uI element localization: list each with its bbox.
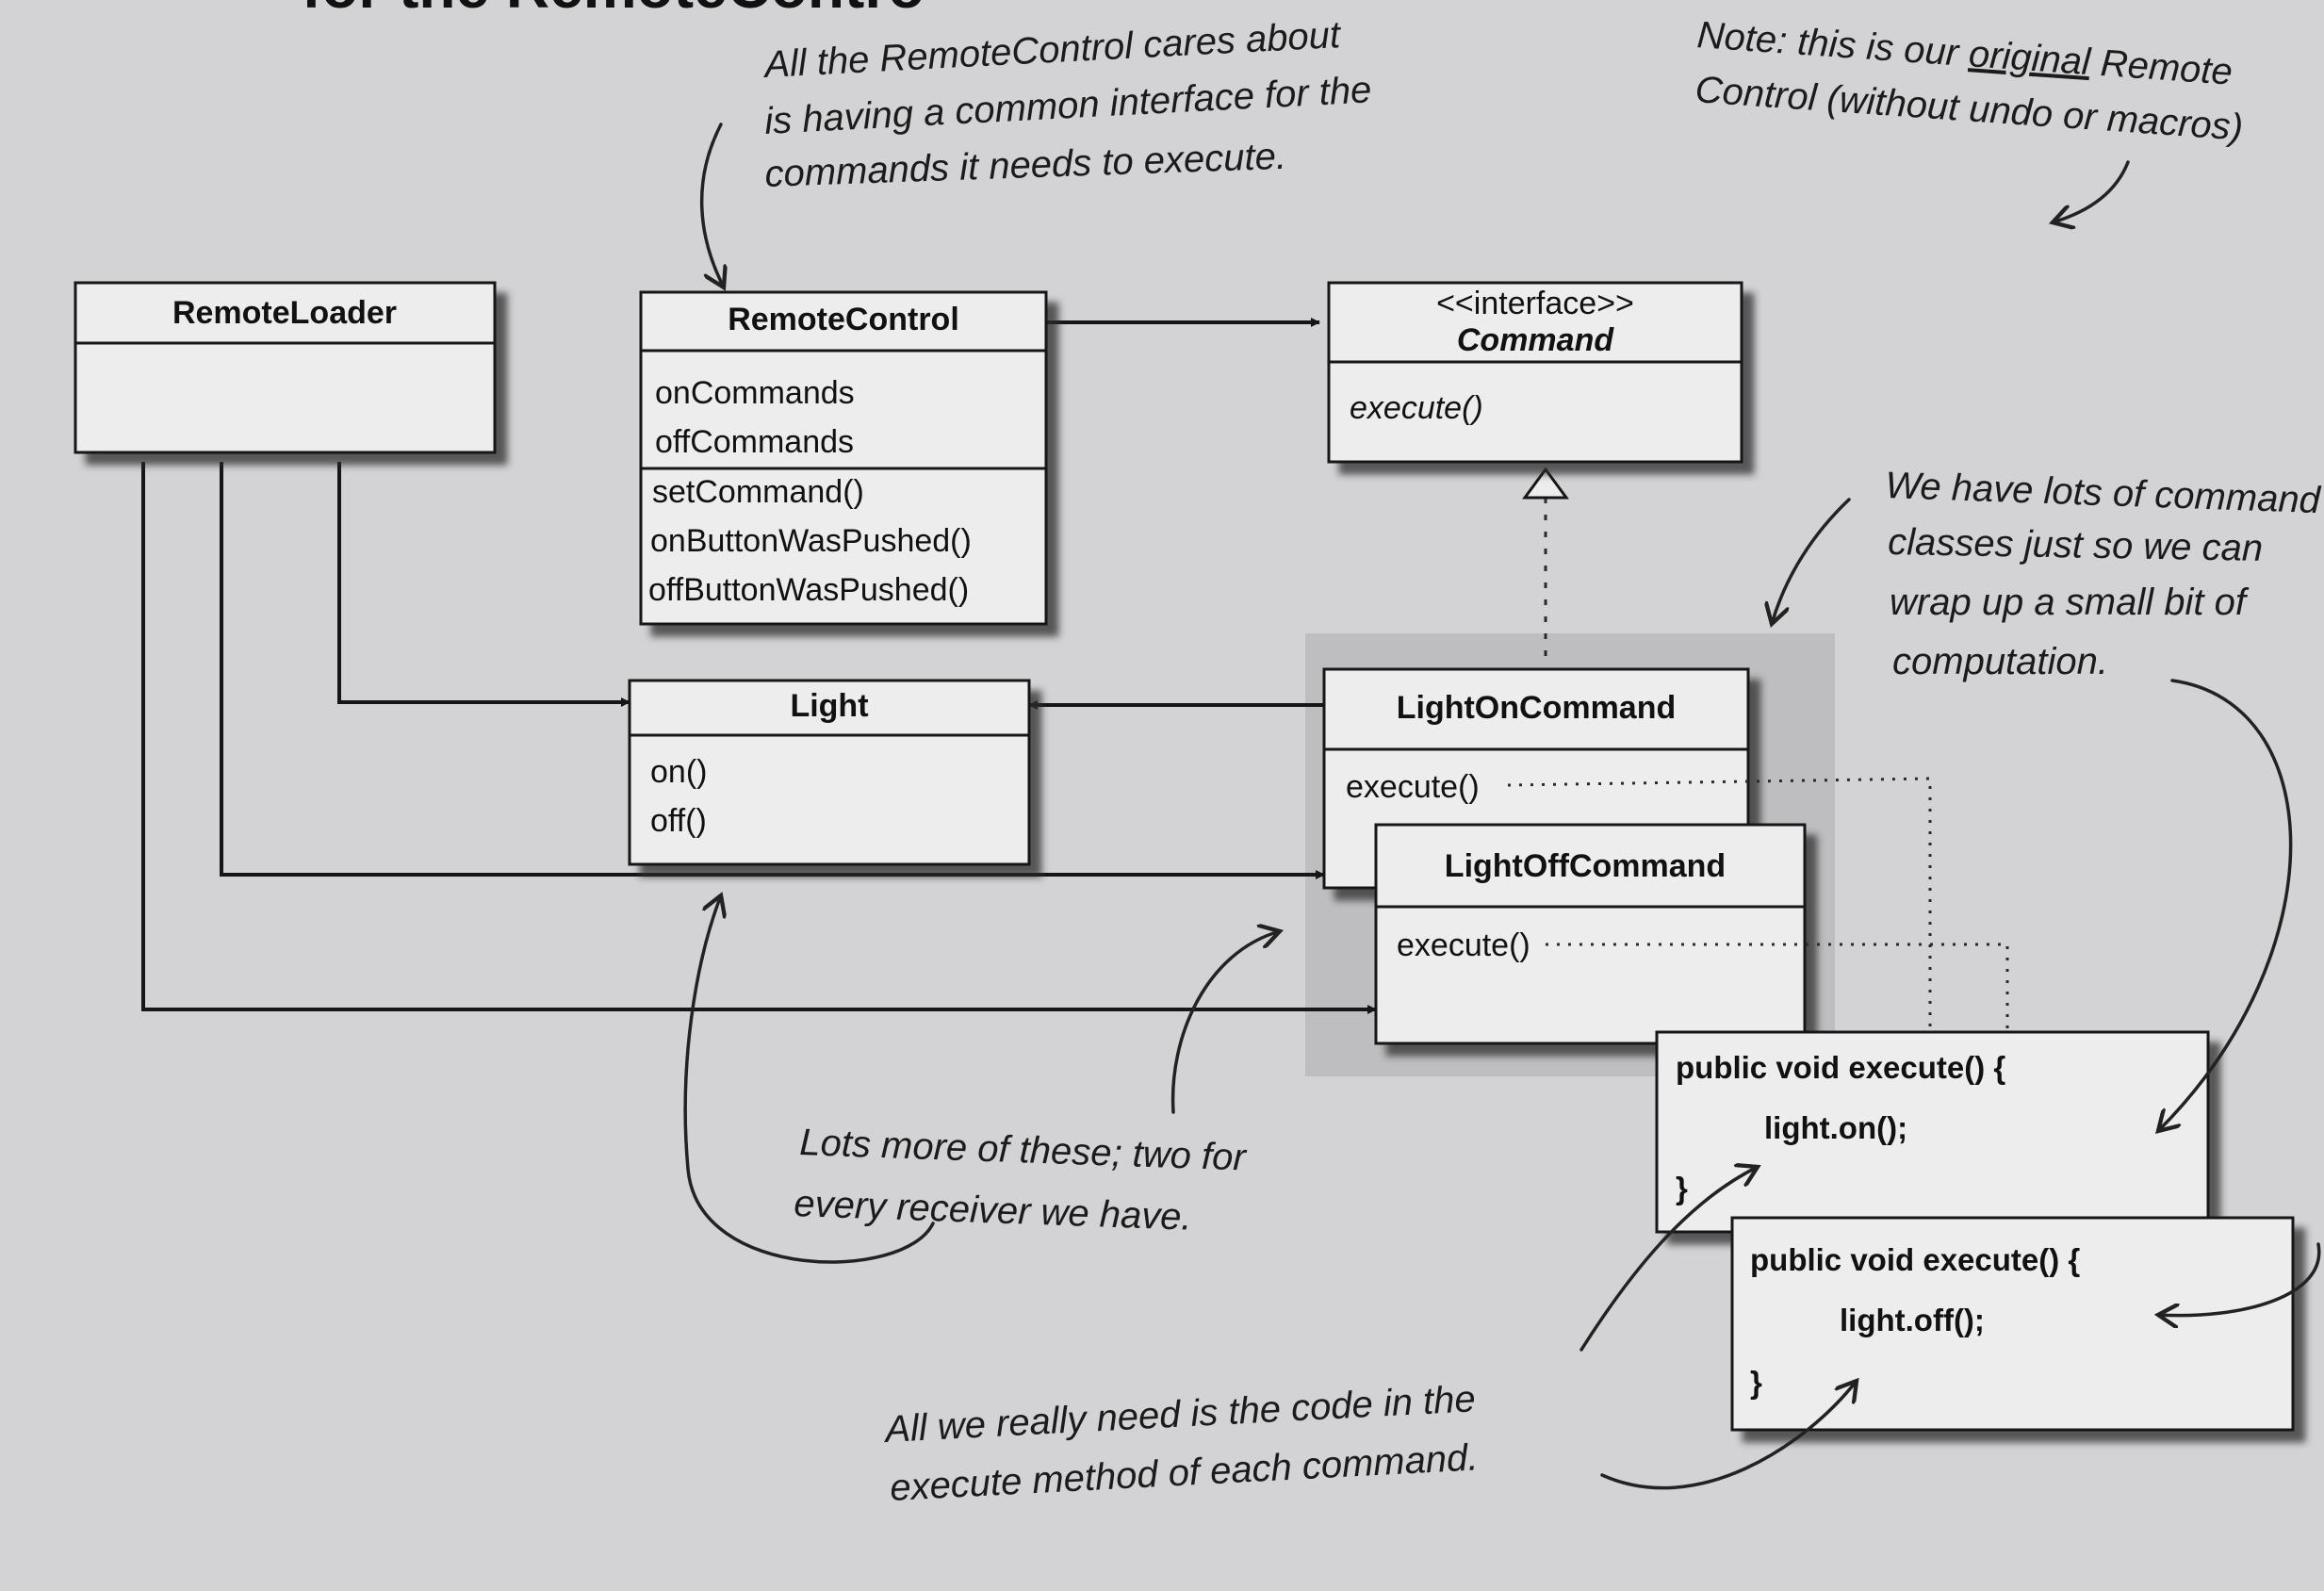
light-on-command-execute: execute() <box>1346 769 1480 805</box>
field-oncommands: onCommands <box>655 375 855 411</box>
annotation-bottom-mid-line-2: every receiver we have. <box>794 1183 1193 1238</box>
light-off-command-execute: execute() <box>1397 927 1530 963</box>
code-off-signature: public void execute() { <box>1750 1242 2080 1277</box>
code-off-close: } <box>1750 1365 1762 1400</box>
hand-arrow-original-note <box>2053 160 2130 222</box>
annotation-top-line-3: commands it needs to execute. <box>764 136 1287 195</box>
annotation-right-line-4: computation. <box>1892 641 2108 682</box>
remote-loader-class <box>74 281 497 454</box>
code-note-off <box>1730 1216 2295 1432</box>
remote-control-class <box>639 290 1048 626</box>
command-execute-method: execute() <box>1350 390 1483 426</box>
code-on-body: light.on(); <box>1764 1110 1907 1145</box>
hand-arrow-to-code-on <box>2158 679 2293 1131</box>
code-on-signature: public void execute() { <box>1676 1050 2005 1085</box>
hand-arrow-to-off-code-close <box>1600 1381 1857 1490</box>
hand-arrow-to-code-off <box>2158 1242 2321 1316</box>
annotation-right-line-3: wrap up a small bit of <box>1890 582 2250 623</box>
annotation-bottom-mid-line-1: Lots more of these; two for <box>799 1122 1248 1179</box>
command-name: Command <box>1457 322 1614 358</box>
code-off-body: light.off(); <box>1840 1303 1985 1337</box>
annotation-bottom-line-2: execute method of each command. <box>889 1436 1479 1509</box>
hand-arrow-to-on-code-close <box>1579 1167 1758 1352</box>
light-on-command-name: LightOnCommand <box>1397 690 1677 726</box>
hand-arrow-to-remotecontrol <box>700 123 724 287</box>
method-onbuttonwaspushed: onButtonWasPushed() <box>650 523 972 559</box>
field-offcommands: offCommands <box>655 424 854 460</box>
method-offbuttonwaspushed: offButtonWasPushed() <box>648 572 969 608</box>
light-off-command-name: LightOffCommand <box>1445 848 1726 884</box>
page-title: for the RemoteContro <box>302 0 925 21</box>
command-interface-class <box>1327 281 1743 464</box>
annotation-right-line-2: classes just so we can <box>1888 521 2264 569</box>
hand-arrow-to-command-classes <box>1772 498 1851 624</box>
light-name: Light <box>790 688 868 724</box>
method-setcommand: setCommand() <box>652 474 864 510</box>
annotation-bottom-line-1: All we really need is the code in the <box>882 1378 1476 1451</box>
loader-to-lightoffcommand-arrow <box>141 462 1377 1014</box>
command-stereotype: <<interface>> <box>1436 286 1634 321</box>
loader-to-lightoncommand-arrow <box>220 462 1325 879</box>
hand-arrow-to-light <box>683 895 935 1264</box>
light-on-method: on() <box>650 754 707 790</box>
light-off-method: off() <box>650 803 707 839</box>
remote-loader-name: RemoteLoader <box>172 295 397 331</box>
annotation-original-prefix: Note: this is our <box>1695 14 1961 74</box>
annotation-right-line-1: We have lots of command <box>1885 465 2323 521</box>
annotation-original-suffix: Remote <box>2099 42 2234 93</box>
code-on-close: } <box>1676 1171 1688 1206</box>
light-class <box>628 679 1031 866</box>
realization-triangle <box>1522 467 1569 500</box>
loader-to-light-arrow <box>337 462 630 707</box>
remote-control-name: RemoteControl <box>728 302 959 337</box>
annotation-original-emphasis: original <box>1968 33 2093 83</box>
hand-arrow-to-lightoffcommand <box>1170 931 1280 1114</box>
light-off-command-class <box>1374 823 1807 1045</box>
